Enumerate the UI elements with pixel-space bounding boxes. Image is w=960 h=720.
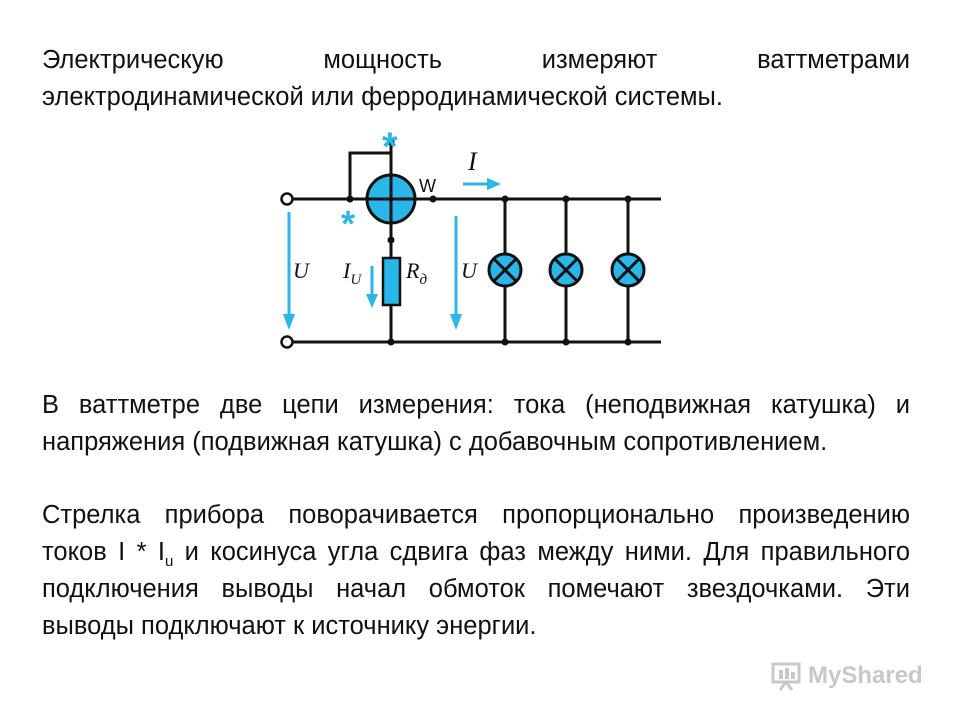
voltage-left-label: U (293, 258, 311, 283)
paragraph-pointer-deflection: Стрелка прибора поворачивается пропорцио… (42, 497, 910, 645)
watermark-presentation-icon (771, 662, 801, 691)
current-label: I (467, 147, 478, 176)
voltage-right-label: U (461, 258, 479, 283)
meter-label: W (419, 176, 436, 196)
para3-part2: и косинуса угла сдвига фаз между ними. Д… (42, 538, 911, 640)
node-meter-top (387, 138, 395, 146)
intro-text: Электрическую мощность измеряют ваттметр… (42, 42, 910, 116)
watermark: MyShared (770, 660, 940, 692)
node-resistor-bottom (387, 338, 395, 346)
voltage-left-arrow-head (283, 314, 295, 330)
lamp-branch-3 (610, 195, 646, 346)
paragraph-measurement-circuits: В ваттметре две цепи измерения: тока (не… (42, 391, 910, 456)
intro-line-2: электродинамической или ферродинамическо… (42, 83, 723, 111)
voltage-right-arrow-head (450, 314, 462, 330)
terminal-bottom (280, 335, 294, 349)
watermark-text: MyShared (808, 662, 923, 689)
lamp-branch-2 (548, 195, 584, 346)
para3-subscript: u (164, 553, 174, 571)
node-loop (346, 195, 354, 203)
resistor-label: Rд (405, 258, 427, 288)
current-arrow-head (487, 178, 501, 190)
resistor-symbol (381, 256, 402, 307)
voltage-coil-loop (348, 151, 391, 199)
wattmeter-circuit-diagram: * * W I U IU Rд U (280, 128, 661, 349)
coil-current-arrow-head (366, 294, 378, 308)
star-left: * (341, 203, 355, 244)
intro-line-1: Электрическую мощность измеряют ваттметр… (42, 46, 910, 74)
node-meter-right (429, 195, 437, 203)
terminal-top (280, 192, 294, 206)
star-top: * (382, 128, 398, 169)
para3-part1: Стрелка прибора поворачивается пропорцио… (42, 501, 910, 566)
coil-current-label: IU (342, 258, 362, 288)
lamp-branch-1 (487, 195, 523, 346)
